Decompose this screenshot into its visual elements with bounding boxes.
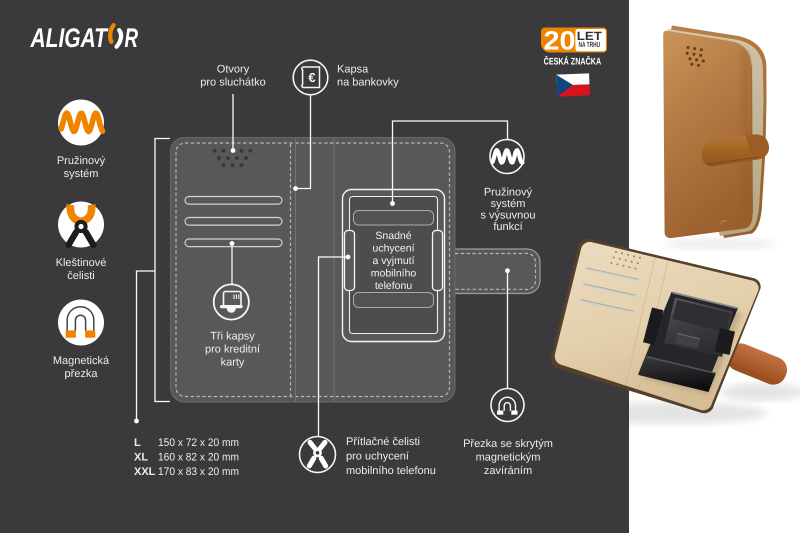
svg-text:pro sluchátko: pro sluchátko xyxy=(200,77,265,89)
svg-text:pro uchycení: pro uchycení xyxy=(346,451,410,463)
svg-text:Kleštinové: Kleštinové xyxy=(56,257,107,269)
svg-text:přezka: přezka xyxy=(64,368,98,380)
svg-text:160 x 82 x 20 mm: 160 x 82 x 20 mm xyxy=(158,452,239,464)
svg-text:systém: systém xyxy=(64,168,99,180)
svg-text:karty: karty xyxy=(221,357,245,369)
svg-text:Kapsa: Kapsa xyxy=(337,64,369,76)
svg-text:170 x 83 x 20 mm: 170 x 83 x 20 mm xyxy=(158,466,239,478)
svg-text:Přítlačné čelisti: Přítlačné čelisti xyxy=(346,436,420,448)
svg-text:mobilního: mobilního xyxy=(371,268,417,280)
svg-text:Přezka se skrytým: Přezka se skrytým xyxy=(463,438,553,450)
svg-text:telefonu: telefonu xyxy=(375,280,413,292)
svg-text:XL: XL xyxy=(134,452,148,464)
svg-text:magnetickým: magnetickým xyxy=(476,452,541,464)
svg-text:Tři kapsy: Tři kapsy xyxy=(210,331,255,343)
svg-text:Magnetická: Magnetická xyxy=(53,355,110,367)
svg-text:Pružinový: Pružinový xyxy=(57,155,106,167)
svg-text:s výsuvnou: s výsuvnou xyxy=(480,210,535,222)
svg-text:XXL: XXL xyxy=(134,466,156,478)
svg-text:pro kreditní: pro kreditní xyxy=(205,344,261,356)
svg-text:R: R xyxy=(125,23,139,53)
svg-text:Pružinový: Pružinový xyxy=(484,187,533,199)
svg-text:mobilního telefonu: mobilního telefonu xyxy=(346,465,436,477)
svg-text:LET: LET xyxy=(577,29,603,43)
svg-text:Otvory: Otvory xyxy=(217,64,250,76)
svg-text:20: 20 xyxy=(544,26,576,56)
svg-text:čelisti: čelisti xyxy=(67,270,95,282)
svg-text:€: € xyxy=(308,70,315,85)
svg-text:ČESKÁ ZNAČKA: ČESKÁ ZNAČKA xyxy=(544,55,602,67)
svg-text:systém: systém xyxy=(491,198,526,210)
svg-text:funkcí: funkcí xyxy=(493,221,523,233)
svg-text:na bankovky: na bankovky xyxy=(337,77,399,89)
svg-text:uchycení: uchycení xyxy=(372,243,414,255)
svg-text:Snadné: Snadné xyxy=(375,230,411,242)
svg-text:ALIGAT: ALIGAT xyxy=(30,23,109,53)
svg-text:NA TRHU: NA TRHU xyxy=(578,40,600,49)
svg-text:a vyjmutí: a vyjmutí xyxy=(372,255,414,267)
svg-text:zavíráním: zavíráním xyxy=(484,465,532,477)
svg-text:L: L xyxy=(134,437,141,449)
svg-text:150 x 72 x 20 mm: 150 x 72 x 20 mm xyxy=(158,437,239,449)
